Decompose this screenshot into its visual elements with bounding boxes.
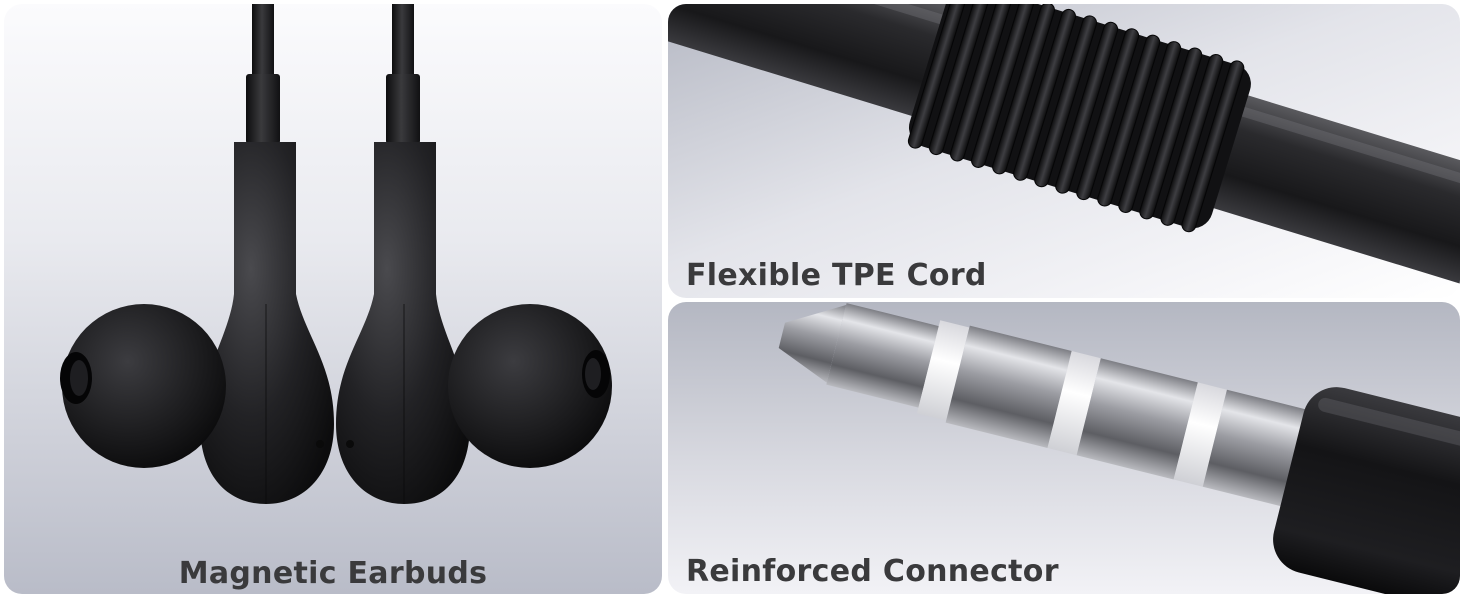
cord-caption: Flexible TPE Cord — [686, 258, 987, 293]
earbuds-illustration — [60, 4, 612, 504]
audio-jack — [778, 303, 1460, 594]
tpe-cord — [668, 4, 1460, 298]
panel-reinforced-connector: Reinforced Connector — [668, 302, 1460, 594]
panel-magnetic-earbuds: Magnetic Earbuds — [4, 4, 662, 594]
earbuds-caption: Magnetic Earbuds — [178, 556, 488, 591]
left-earbud — [60, 4, 334, 504]
strain-relief-coil — [907, 4, 1251, 233]
connector-caption: Reinforced Connector — [686, 554, 1059, 589]
right-earbud — [336, 4, 612, 504]
panel-flexible-tpe-cord: Flexible TPE Cord — [668, 4, 1460, 298]
connector-illustration — [778, 303, 1460, 594]
cord-illustration — [668, 4, 1460, 298]
